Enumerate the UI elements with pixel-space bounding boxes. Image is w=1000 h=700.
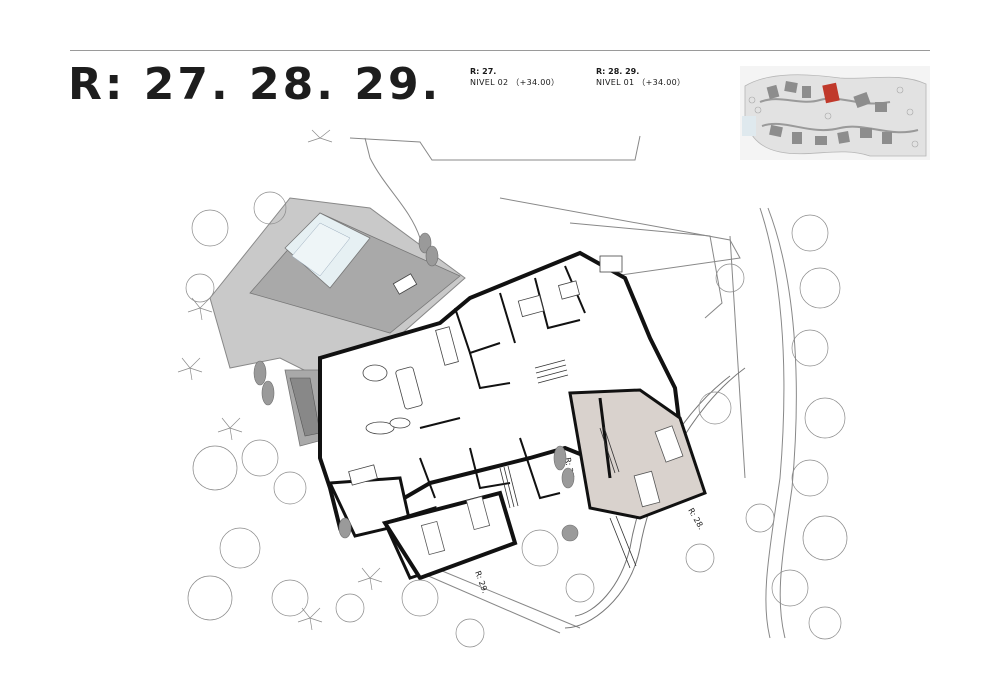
car-icon [420, 520, 446, 556]
level-label: R: 28. 29. [596, 67, 640, 76]
level-value: NIVEL 01 （+34.00） [596, 78, 686, 87]
level-info-r27: R: 27. NIVEL 02 （+34.00） [470, 66, 559, 88]
tag-r28: R: 28. [686, 507, 705, 532]
site-key-map [740, 66, 930, 160]
trees [185, 191, 848, 648]
furniture [348, 255, 623, 486]
car-icon [633, 470, 661, 508]
garage-r28 [568, 388, 707, 520]
page-title: R: 27. 28. 29. [68, 59, 442, 110]
floor-plan: R: 27. R: 28. R: 29. [177, 129, 848, 648]
car-icon [654, 425, 684, 463]
level-info-r28-29: R: 28. 29. NIVEL 01 （+34.00） [596, 66, 685, 88]
hedges [253, 232, 579, 542]
tag-r29: R: 29. [473, 570, 489, 595]
level-value: NIVEL 02 （+34.00） [470, 78, 560, 87]
garage-r29 [381, 490, 518, 581]
level-label: R: 27. [470, 67, 497, 76]
header-rule [70, 50, 930, 51]
stairs [499, 359, 637, 569]
car-icon [465, 495, 491, 531]
palm-icons [177, 129, 383, 631]
highlighted-plot [822, 82, 840, 104]
